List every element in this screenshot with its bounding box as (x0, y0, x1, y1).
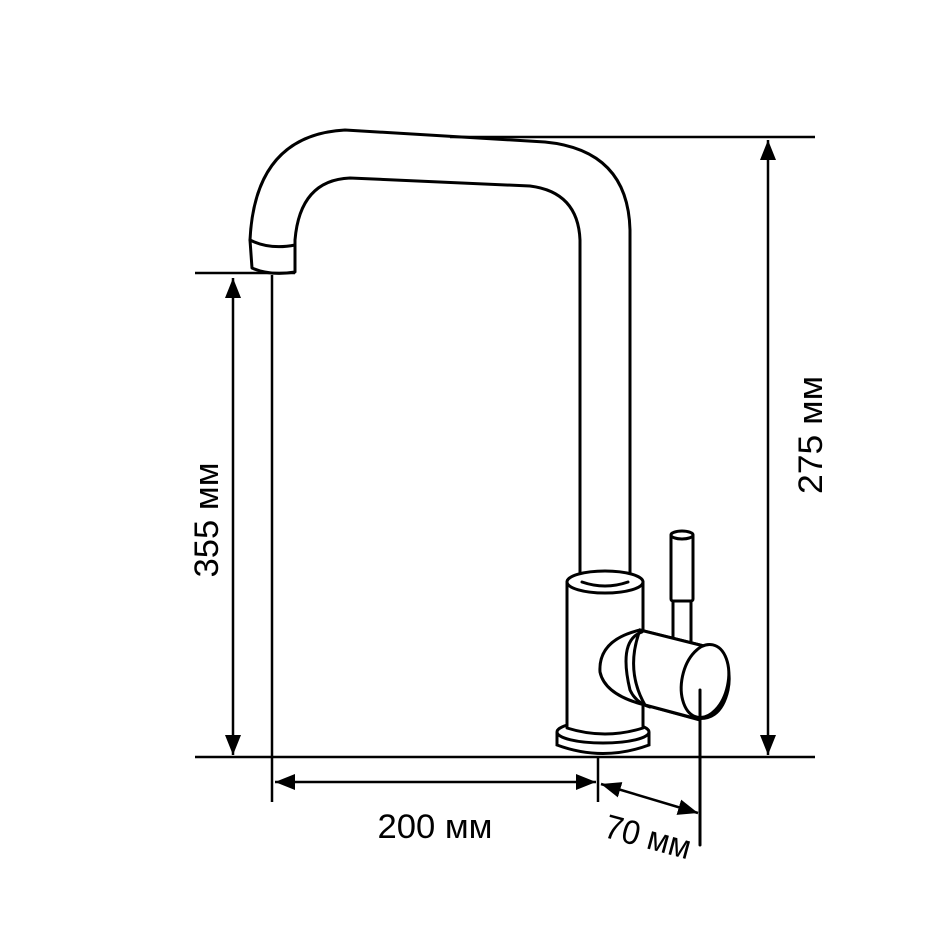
faucet-spout (248, 128, 632, 582)
faucet-body (555, 569, 651, 755)
faucet-handle (598, 529, 731, 847)
dimension-label-handle-offset: 70 мм (600, 808, 695, 867)
dimension-label-spout-height: 355 мм (188, 463, 226, 578)
dimension-lines (195, 135, 815, 815)
dimension-label-total-height: 275 мм (792, 376, 830, 494)
dimension-label-reach: 200 мм (378, 808, 493, 846)
